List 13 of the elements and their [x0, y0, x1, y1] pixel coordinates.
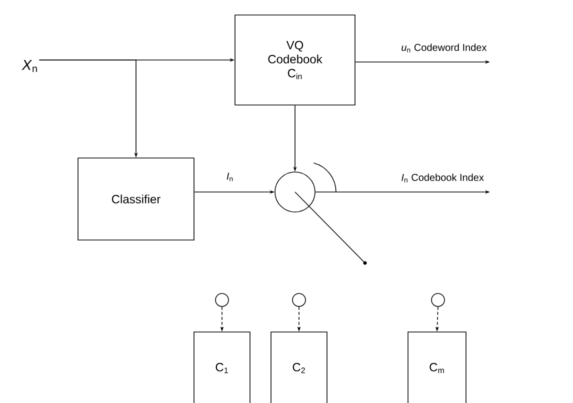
process-box: Classifier [78, 158, 194, 240]
edge-label: I$_{n}$ [226, 172, 233, 182]
process-box: VQ Codebook C$_{in}$ [234, 14, 356, 106]
codebook-box: C$_{1}$ [194, 332, 250, 403]
edge-label: I$_{n}$ Codebook Index [402, 174, 484, 182]
source-circle [292, 293, 306, 307]
source-circle [431, 293, 445, 307]
source-circle [215, 293, 229, 307]
codebook-box: C$_{2}$ [270, 332, 328, 403]
edge-label: u$_{n}$ Codeword Index [402, 44, 487, 52]
input-label: X$_{n}$ [22, 60, 37, 72]
codebook-box: C$_{m}$ [408, 332, 466, 403]
switch-circle [274, 172, 316, 212]
